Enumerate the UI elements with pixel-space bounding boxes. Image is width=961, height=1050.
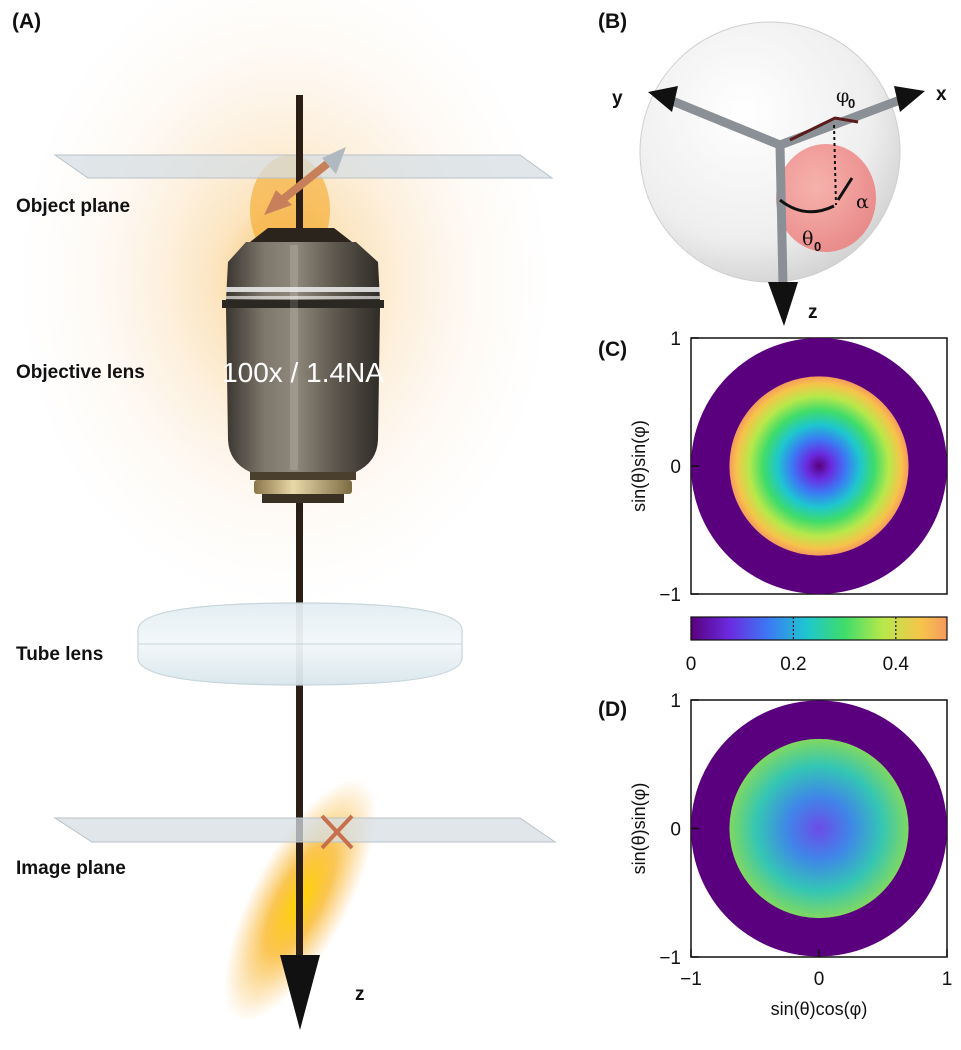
- colorbar: [690, 616, 948, 641]
- colorbar-tick-label: 0.4: [883, 654, 910, 675]
- chart-d-ytick-label: 1: [670, 691, 681, 712]
- objective-marking: 100x / 1.4NA: [222, 357, 384, 388]
- axis-x-label: x: [936, 84, 947, 105]
- z-axis-line: [775, 144, 788, 286]
- phi-subscript: 0: [848, 96, 855, 111]
- objective-lens: 100x / 1.4NA: [222, 228, 384, 503]
- chart-c: (C) 1 0 −1 sin(θ)sin(φ) 0 0.2 0.4: [598, 329, 948, 675]
- theta-symbol: θ: [802, 228, 813, 250]
- z-axis-arrowhead: [768, 282, 798, 326]
- alpha-arc: [836, 177, 854, 201]
- panel-a: (A) Object plane z 100x / 1.4NA: [12, 0, 557, 1030]
- tube-lens: [137, 602, 463, 686]
- cross-icon: [320, 814, 354, 850]
- axis-z-label-b: z: [808, 302, 818, 323]
- chart-c-ytick-label: 0: [670, 457, 681, 478]
- y-axis-line: [665, 95, 785, 150]
- chart-c-ytick-label: 1: [670, 329, 681, 350]
- chart-d-xtick-label: 1: [942, 969, 953, 990]
- objective-lens-label: Objective lens: [16, 362, 145, 383]
- panel-b-label: (B): [598, 10, 627, 33]
- panel-d-label: (D): [598, 698, 627, 721]
- chart-d-xlabel: sin(θ)cos(φ): [771, 999, 868, 1019]
- chart-d-ytick-label: −1: [659, 948, 681, 969]
- y-axis-arrowhead: [648, 86, 678, 112]
- phi-arc: [789, 116, 859, 142]
- chart-c-inner-disk: [729, 376, 909, 556]
- colorbar-tick-label: 0.2: [780, 654, 806, 675]
- x-axis-arrowhead: [894, 86, 925, 112]
- object-plane-label: Object plane: [16, 196, 130, 217]
- emission-cone: [776, 144, 876, 252]
- phi-symbol: φ: [836, 85, 849, 107]
- chart-c-ylabel: sin(θ)sin(φ): [629, 420, 649, 512]
- alpha-symbol: α: [856, 191, 869, 213]
- object-plane: [53, 154, 554, 179]
- unit-sphere: [639, 21, 901, 283]
- chart-d-ylabel: sin(θ)sin(φ): [629, 783, 649, 875]
- theta-arc: [779, 198, 835, 214]
- chart-d-xtick-label: 0: [814, 969, 825, 990]
- tube-lens-label: Tube lens: [16, 644, 103, 665]
- axis-z-label: z: [355, 984, 365, 1005]
- image-plane-label: Image plane: [16, 858, 126, 879]
- image-plane: [53, 817, 557, 843]
- theta-subscript: 0: [814, 239, 821, 254]
- panel-a-label: (A): [12, 10, 41, 33]
- x-axis-line: [775, 95, 905, 150]
- projection-line: [833, 124, 837, 206]
- panel-c-label: (C): [598, 338, 627, 361]
- dipole-arrow-icon: [264, 147, 346, 215]
- chart-d-ytick-label: 0: [670, 820, 681, 841]
- optical-axis: [296, 95, 303, 955]
- panel-b: (B) y x z φ 0 θ 0 α: [598, 10, 947, 326]
- axis-y-label: y: [612, 88, 623, 109]
- chart-d-inner-disk: [729, 738, 909, 919]
- chart-d: (D) 1 0 −1 −1 0 1 sin(θ)sin(φ) sin(θ)cos…: [598, 691, 952, 1019]
- chart-d-xtick-label: −1: [680, 969, 702, 990]
- chart-c-ytick-label: −1: [659, 585, 681, 606]
- colorbar-tick-label: 0: [686, 654, 697, 675]
- axis-arrowhead: [280, 955, 320, 1030]
